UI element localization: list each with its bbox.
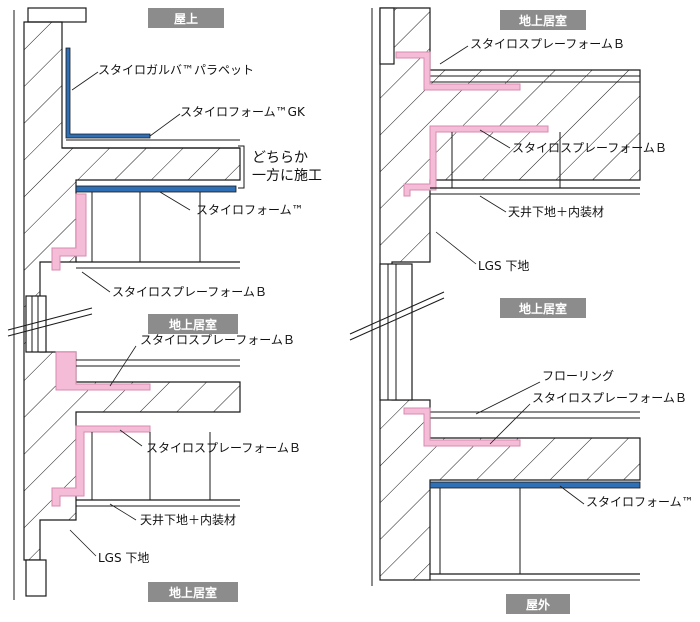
leader bbox=[439, 45, 469, 65]
leader-lgs bbox=[69, 529, 97, 557]
label-either-2: 一方に施工 bbox=[252, 168, 322, 184]
label-foam: スタイロフォーム™ bbox=[196, 203, 304, 217]
right-spray-2 bbox=[403, 125, 549, 197]
leader-ceiling bbox=[109, 503, 137, 521]
label-foam: スタイロフォーム™ bbox=[586, 495, 694, 509]
label-spray-3: スタイロスプレーフォームＢ bbox=[532, 391, 687, 405]
room-badge bbox=[500, 298, 586, 318]
label-spray-3: スタイロスプレーフォームＢ bbox=[146, 441, 301, 455]
right-underside-foam bbox=[429, 481, 641, 489]
label-ceiling: 天井下地＋内装材 bbox=[508, 205, 604, 219]
label-flooring: フローリング bbox=[542, 369, 614, 383]
room-badge bbox=[148, 314, 238, 334]
left-break-line bbox=[7, 313, 93, 337]
room-label: 地上居室 bbox=[169, 317, 217, 332]
left-lower-window bbox=[25, 559, 47, 597]
leader bbox=[479, 195, 507, 213]
leader-parapet bbox=[71, 71, 99, 91]
label-parapet: スタイロガルバ™パラペット bbox=[98, 63, 254, 77]
leader-spray-2 bbox=[109, 345, 137, 387]
left-spray-2 bbox=[55, 351, 151, 391]
leader bbox=[559, 485, 585, 505]
label-spray-1: スタイロスプレーフォームＢ bbox=[470, 37, 625, 51]
right-spray-3 bbox=[403, 407, 521, 447]
leader bbox=[489, 403, 531, 445]
label-lgs: LGS 下地 bbox=[98, 551, 149, 565]
leader-gk bbox=[149, 113, 181, 137]
room-badge bbox=[148, 582, 238, 602]
room-label: 屋上 bbox=[174, 11, 198, 26]
right-upper-window bbox=[379, 7, 395, 65]
label-spray-1: スタイロスプレーフォームＢ bbox=[112, 285, 267, 299]
room-label: 地上居室 bbox=[169, 585, 217, 600]
label-spray-2: スタイロスプレーフォームＢ bbox=[512, 141, 667, 155]
room-badge bbox=[506, 594, 570, 614]
right-detail: 地上居室 地上居室 屋外 スタイロスプレーフォームＢ スタイロスプレーフォームＢ… bbox=[349, 7, 694, 614]
either-bracket bbox=[238, 145, 245, 189]
label-ceiling: 天井下地＋内装材 bbox=[140, 513, 236, 527]
right-break-line bbox=[349, 297, 445, 341]
leader-spray-3 bbox=[119, 429, 143, 447]
left-spray-3 bbox=[51, 425, 151, 507]
left-window-frame bbox=[25, 295, 47, 353]
left-break-line bbox=[7, 307, 93, 331]
leader-foam bbox=[159, 191, 191, 211]
room-label: 屋外 bbox=[526, 597, 550, 612]
label-gk: スタイロフォーム™GK bbox=[180, 105, 306, 119]
room-badge bbox=[500, 10, 586, 30]
leader bbox=[479, 129, 511, 149]
left-ceiling-foam bbox=[75, 185, 237, 193]
leader-spray-1 bbox=[81, 271, 111, 293]
room-label: 地上居室 bbox=[519, 13, 567, 28]
right-spray-1 bbox=[395, 51, 521, 91]
room-label: 地上居室 bbox=[519, 301, 567, 316]
left-spray-1 bbox=[51, 193, 87, 271]
label-either-1: どちらか bbox=[252, 150, 308, 166]
right-break-line bbox=[349, 291, 445, 335]
label-spray-2: スタイロスプレーフォームＢ bbox=[140, 333, 295, 347]
parapet-foam bbox=[65, 47, 151, 139]
label-lgs: LGS 下地 bbox=[478, 259, 529, 273]
room-badge bbox=[148, 8, 224, 28]
leader bbox=[475, 381, 541, 415]
parapet-cap bbox=[27, 7, 87, 23]
left-detail: 屋上 地上居室 地上居室 スタイロガルバ™パラペット スタイロフォーム™GK ど… bbox=[7, 7, 322, 602]
leader bbox=[435, 231, 477, 265]
